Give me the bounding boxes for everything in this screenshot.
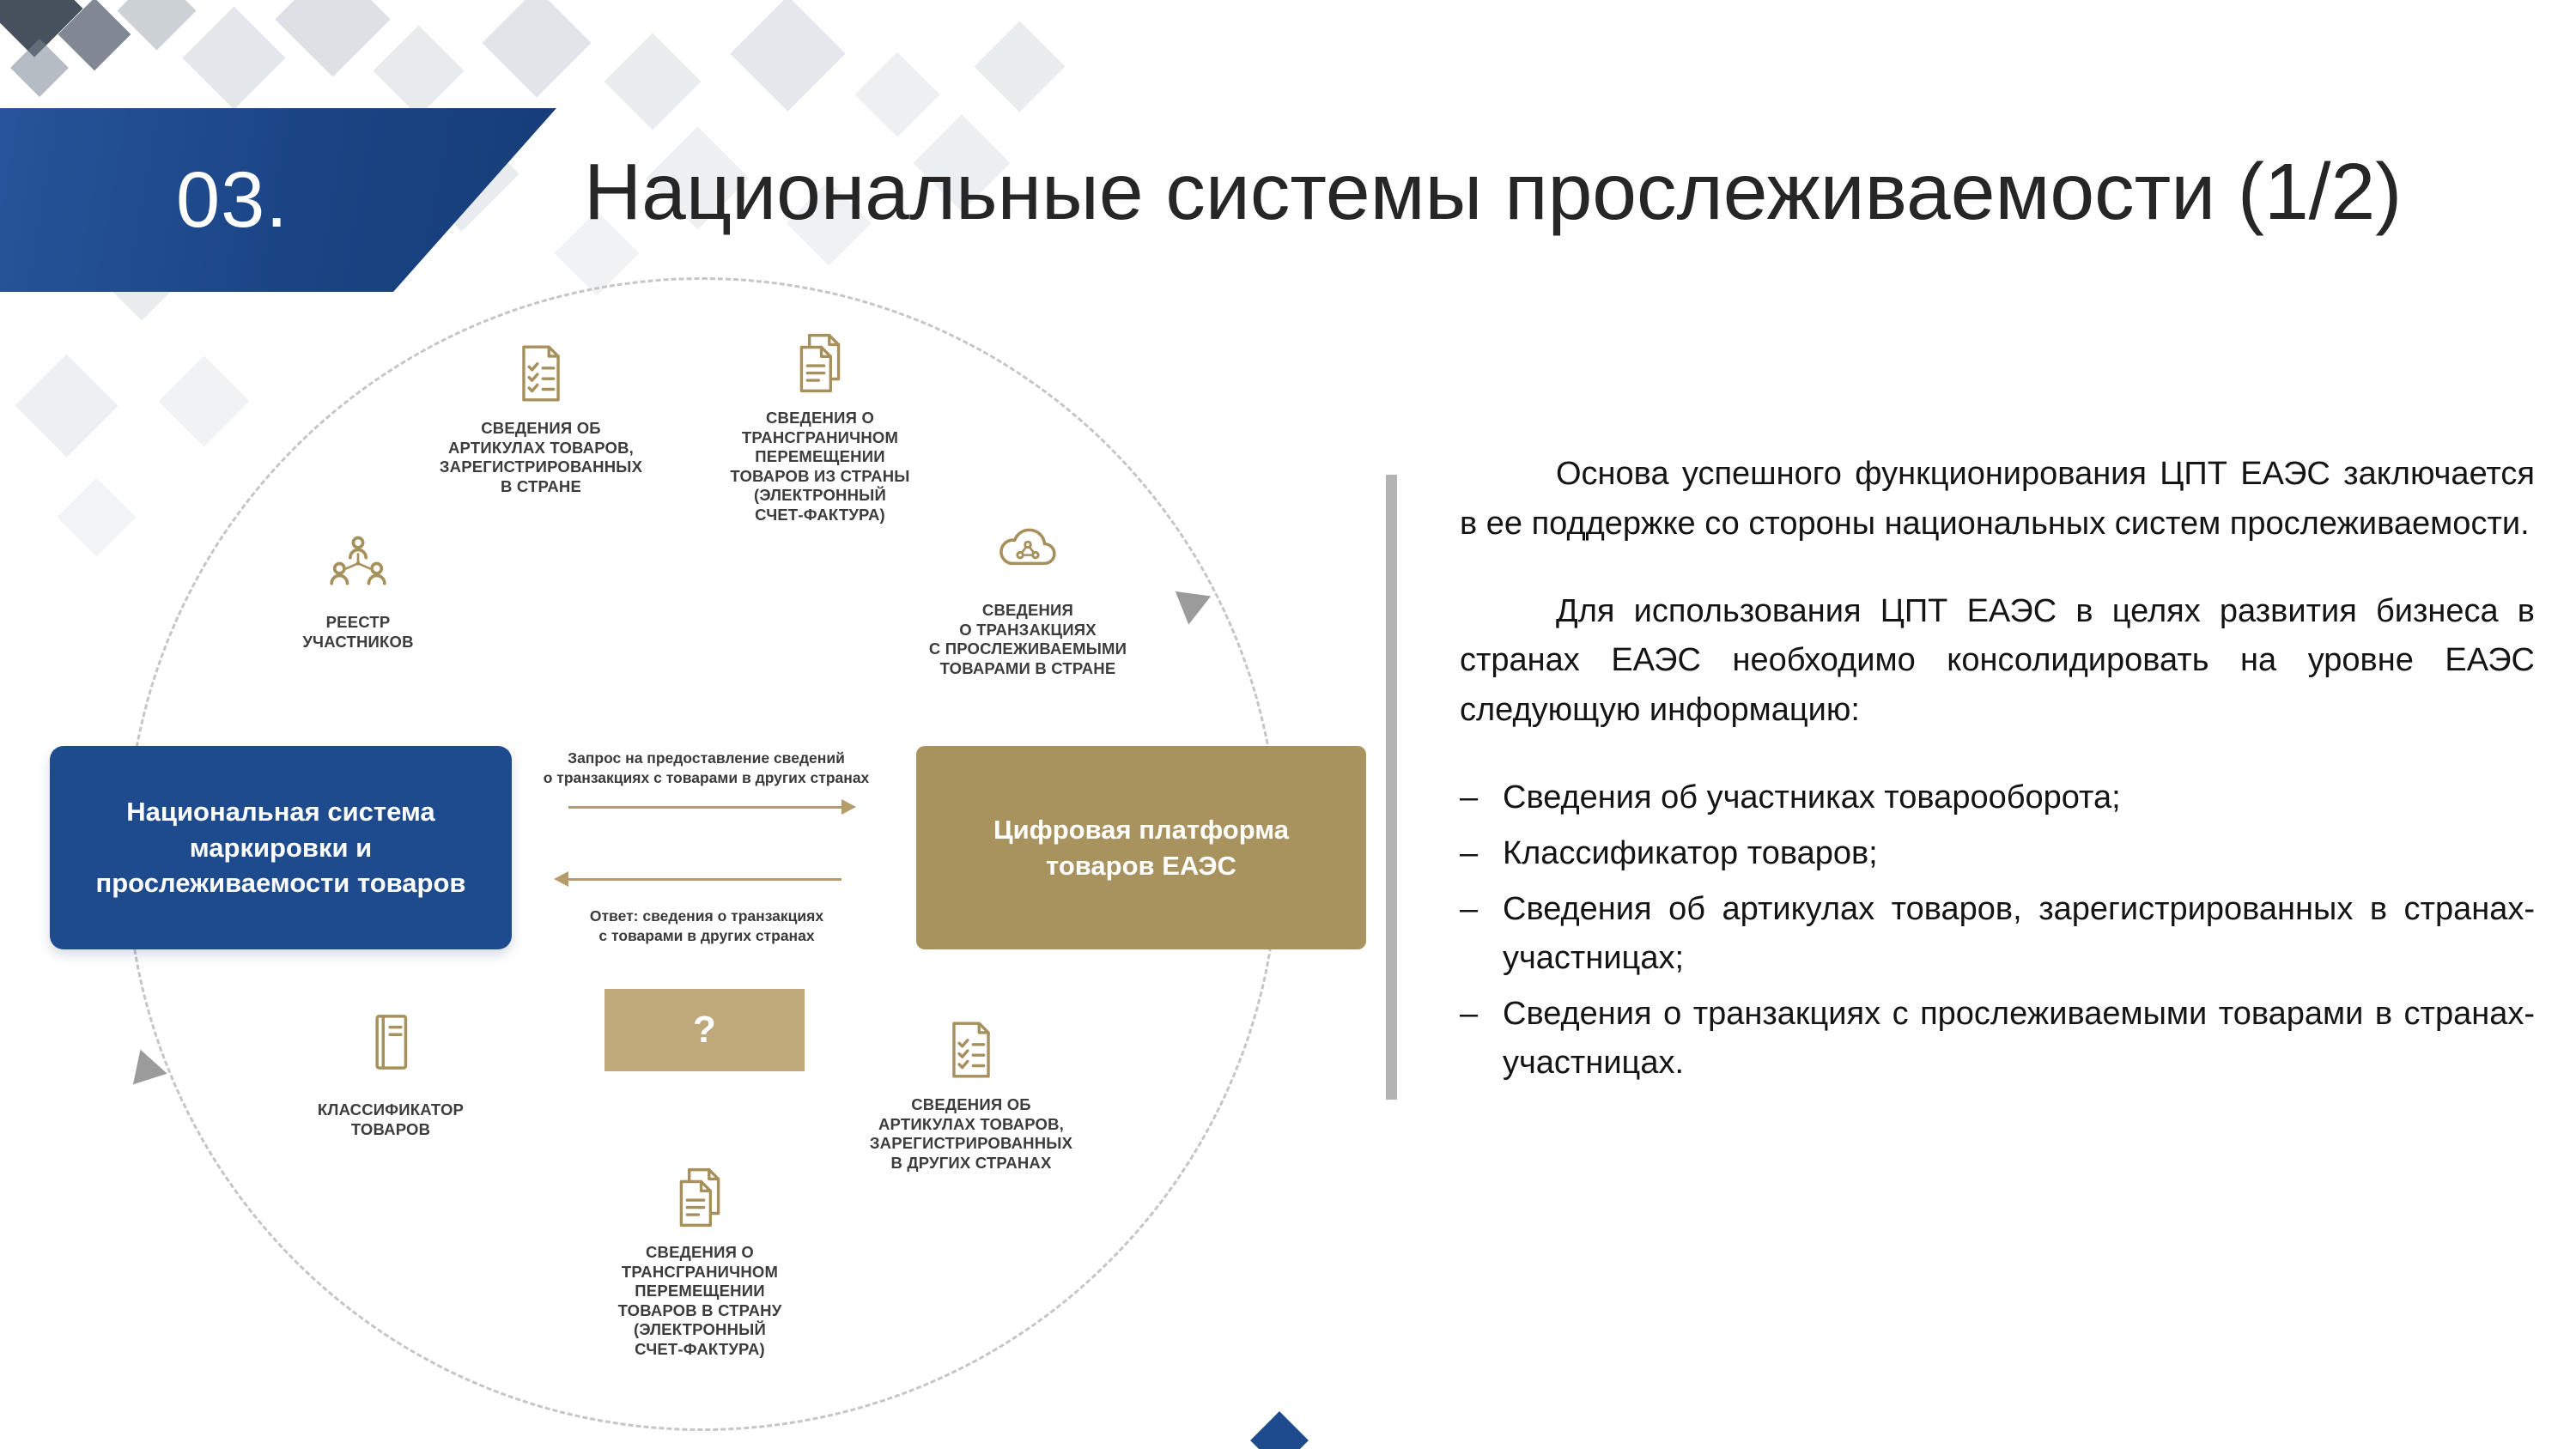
checklist-document-icon xyxy=(509,342,573,405)
arrow-head-left-icon xyxy=(554,871,568,887)
bullet-marker: – xyxy=(1460,779,1479,815)
paragraph: Для использования ЦПТ ЕАЭС в целях разви… xyxy=(1460,592,2535,729)
bullet-item: – Сведения об артикулах товаров, зарегис… xyxy=(1460,885,2535,983)
mosaic-tile xyxy=(275,0,391,77)
mosaic-tile xyxy=(10,39,69,97)
node-cross-border-in: СВЕДЕНИЯ О ТРАНСГРАНИЧНОМ ПЕРЕМЕЩЕНИИ ТО… xyxy=(552,1166,848,1359)
mosaic-tile xyxy=(117,0,197,51)
arrow-head-right-icon xyxy=(841,799,856,815)
mosaic-tile xyxy=(482,0,592,98)
request-arrow xyxy=(568,799,856,815)
slide-number-banner: 03. xyxy=(0,108,556,292)
slide-number: 03. xyxy=(176,155,289,244)
node-label: СВЕДЕНИЯ О ТРАНСГРАНИЧНОМ ПЕРЕМЕЩЕНИИ ТО… xyxy=(730,409,910,524)
question-label: ? xyxy=(693,1009,716,1051)
node-label: СВЕДЕНИЯ О ТРАНСГРАНИЧНОМ ПЕРЕМЕЩЕНИИ ТО… xyxy=(617,1243,782,1358)
response-arrow-label: Ответ: сведения о транзакциях с товарами… xyxy=(589,907,824,944)
panel-divider-bar xyxy=(1386,475,1397,1100)
node-cross-border-out: СВЕДЕНИЯ О ТРАНСГРАНИЧНОМ ПЕРЕМЕЩЕНИИ ТО… xyxy=(678,331,962,524)
mosaic-tile xyxy=(854,52,940,137)
participants-network-icon xyxy=(324,530,392,599)
cloud-transactions-icon xyxy=(994,520,1061,587)
mosaic-tile xyxy=(604,33,702,130)
mosaic-tile xyxy=(730,0,846,112)
bullet-list: – Сведения об участниках товарооборота; … xyxy=(1460,773,2535,1088)
node-goods-classifier: КЛАССИФИКАТОР ТОВАРОВ xyxy=(258,1009,524,1139)
bullet-item: – Сведения об участниках товарооборота; xyxy=(1460,773,2535,822)
bullet-marker: – xyxy=(1460,890,1479,927)
node-participants-registry: РЕЕСТР УЧАСТНИКОВ xyxy=(253,530,463,652)
classifier-book-icon xyxy=(358,1009,423,1075)
bullet-text: Классификатор товаров; xyxy=(1503,834,1878,871)
bullet-text: Сведения об артикулах товаров, зарегистр… xyxy=(1503,890,2535,976)
request-arrow-label: Запрос на предоставление сведений о тран… xyxy=(543,749,870,786)
documents-icon xyxy=(788,331,852,395)
paragraph: Основа успешного функционирования ЦПТ ЕА… xyxy=(1460,456,2535,542)
bullet-text: Сведения об участниках товарооборота; xyxy=(1503,779,2121,815)
mosaic-tile xyxy=(15,354,118,458)
response-arrow xyxy=(554,871,841,887)
slide-title: Национальные системы прослеживаемости (1… xyxy=(584,147,2403,236)
documents-icon xyxy=(668,1166,732,1229)
mosaic-tile xyxy=(373,25,465,117)
node-label: СВЕДЕНИЯ ОБ АРТИКУЛАХ ТОВАРОВ, ЗАРЕГИСТР… xyxy=(439,419,643,495)
checklist-document-icon xyxy=(939,1018,1003,1082)
eaeu-platform-label: Цифровая платформа товаров ЕАЭС xyxy=(993,814,1290,881)
node-articles-other-countries: СВЕДЕНИЯ ОБ АРТИКУЛАХ ТОВАРОВ, ЗАРЕГИСТР… xyxy=(823,1018,1119,1173)
node-transactions-in-country: СВЕДЕНИЯ О ТРАНЗАКЦИЯХ С ПРОСЛЕЖИВАЕМЫМИ… xyxy=(872,520,1184,678)
bullet-text: Сведения о транзакциях с прослеживаемыми… xyxy=(1503,995,2535,1081)
text-panel: Основа успешного функционирования ЦПТ ЕА… xyxy=(1460,450,2535,1094)
eaeu-platform-box: Цифровая платформа товаров ЕАЭС xyxy=(916,746,1366,949)
mosaic-tile xyxy=(158,355,250,447)
mosaic-tile xyxy=(57,477,137,557)
node-label: РЕЕСТР УЧАСТНИКОВ xyxy=(302,613,414,651)
national-system-label: Национальная система маркировки и просле… xyxy=(95,796,466,899)
node-label: СВЕДЕНИЯ ОБ АРТИКУЛАХ ТОВАРОВ, ЗАРЕГИСТР… xyxy=(869,1095,1073,1172)
node-label: СВЕДЕНИЯ О ТРАНЗАКЦИЯХ С ПРОСЛЕЖИВАЕМЫМИ… xyxy=(928,601,1127,677)
bullet-item: – Сведения о транзакциях с прослеживаемы… xyxy=(1460,990,2535,1088)
bullet-marker: – xyxy=(1460,834,1479,871)
node-label: КЛАССИФИКАТОР ТОВАРОВ xyxy=(317,1100,465,1138)
question-box: ? xyxy=(605,989,805,1071)
mosaic-tile xyxy=(974,21,1066,112)
national-system-box: Национальная система маркировки и просле… xyxy=(50,746,512,949)
bullet-item: – Классификатор товаров; xyxy=(1460,829,2535,878)
bullet-marker: – xyxy=(1460,995,1479,1032)
mosaic-tile xyxy=(182,6,286,110)
node-articles-in-country: СВЕДЕНИЯ ОБ АРТИКУЛАХ ТОВАРОВ, ЗАРЕГИСТР… xyxy=(404,342,678,496)
